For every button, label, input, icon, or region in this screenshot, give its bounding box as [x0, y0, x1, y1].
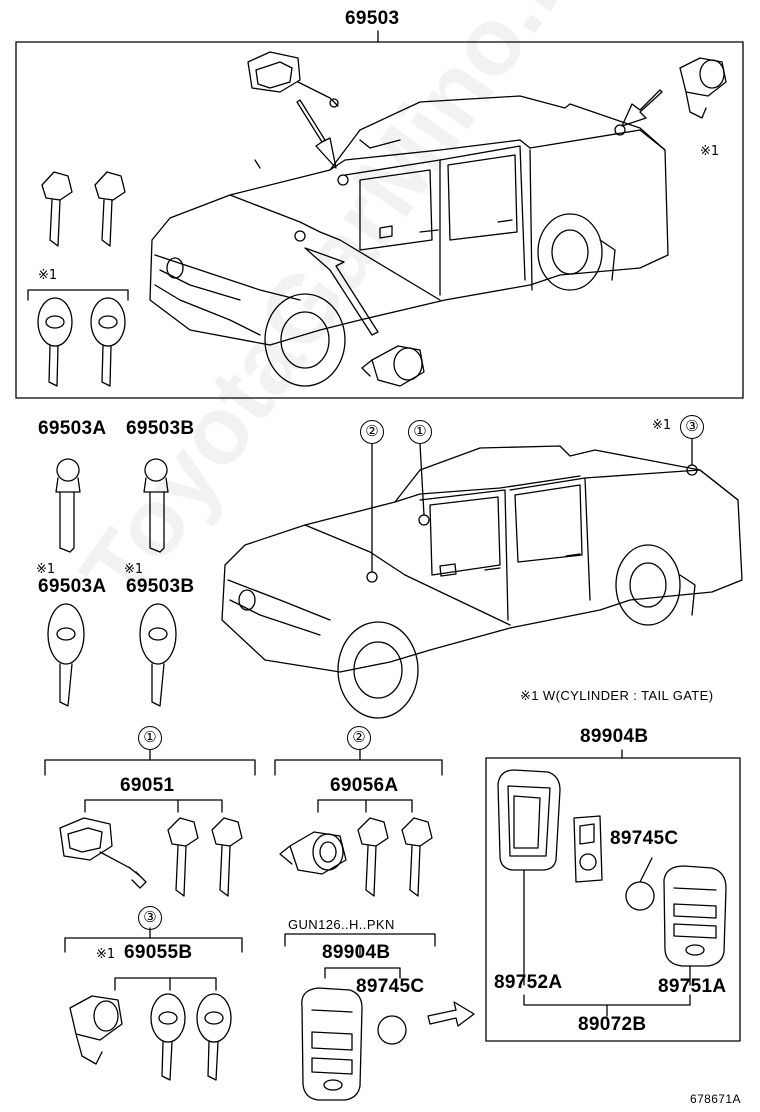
group3-tailgate-cylinder — [69, 995, 123, 1065]
group2-callout: ② — [347, 726, 371, 750]
transmitter-housing — [663, 865, 727, 967]
arrow-to-door-lock — [296, 99, 337, 169]
smartkey-battery-label: 89745C — [356, 976, 425, 997]
smart-key-fob — [301, 987, 363, 1101]
assembly-battery-label: 89745C — [610, 828, 679, 849]
smartkey-part-number: 89904B — [322, 942, 391, 963]
top-group-part-number: 69503 — [345, 8, 400, 29]
group3-transponder-key-1 — [150, 993, 186, 1081]
group3-note: ※1 — [96, 947, 116, 962]
middle-callout-3: ③ — [680, 415, 704, 439]
assembly-part-number: 89904B — [580, 726, 649, 747]
middle-transponder-key-b — [139, 603, 177, 707]
middle-callout-3-note: ※1 — [652, 418, 672, 433]
group1-key-1 — [167, 817, 199, 897]
middle-transponder-key-a — [47, 603, 85, 707]
key-a-label: 69503A — [38, 418, 107, 439]
middle-truck-illustration — [221, 445, 743, 719]
assembly-label: 89072B — [578, 1014, 647, 1035]
case-label: 89752A — [494, 972, 563, 993]
smart-key-battery — [377, 1015, 407, 1045]
top-transponder-note: ※1 — [38, 268, 58, 283]
group1-key-2 — [211, 817, 243, 897]
top-transponder-key-1 — [37, 297, 73, 387]
group3-transponder-key-2 — [196, 993, 232, 1081]
key-b-label: 69503B — [126, 418, 195, 439]
footnote: ※1 W(CYLINDER : TAIL GATE) — [520, 688, 714, 703]
group3-callout: ③ — [138, 906, 162, 930]
smartkey-model-code: GUN126..H..PKN — [288, 917, 395, 932]
top-tailgate-note: ※1 — [700, 144, 720, 159]
group2-key-2 — [401, 817, 433, 897]
key-case — [497, 769, 561, 871]
top-master-key-2 — [94, 171, 126, 247]
arrow-to-ignition — [304, 247, 379, 336]
top-master-key-1 — [41, 171, 73, 247]
arrow-to-assembly — [427, 1001, 475, 1027]
middle-callout-2: ② — [360, 420, 384, 444]
middle-callout-1: ① — [408, 420, 432, 444]
group3-part-number: 69055B — [124, 942, 193, 963]
key-b2-note: ※1 — [124, 562, 144, 577]
key-a2-label: 69503A — [38, 576, 107, 597]
middle-key-b — [143, 458, 169, 553]
middle-key-a — [55, 458, 81, 553]
group2-ignition-cylinder — [279, 831, 347, 875]
key-inner-plate — [573, 815, 603, 883]
top-tailgate-cylinder — [679, 57, 727, 119]
top-ignition-cylinder — [361, 345, 425, 387]
top-truck-illustration — [149, 95, 669, 387]
smart-key-assembly-frame — [485, 757, 741, 1042]
group1-door-lock-cylinder — [59, 817, 147, 889]
top-door-lock-cylinder — [247, 51, 339, 108]
assembly-battery — [625, 881, 655, 911]
group1-callout: ① — [138, 726, 162, 750]
diagram-code: 678671A — [690, 1092, 741, 1106]
group2-part-number: 69056A — [330, 775, 399, 796]
top-transponder-key-2 — [90, 297, 126, 387]
key-b2-label: 69503B — [126, 576, 195, 597]
arrow-to-tailgate — [621, 89, 663, 127]
top-group-frame — [15, 41, 744, 399]
group2-key-1 — [357, 817, 389, 897]
group1-part-number: 69051 — [120, 775, 175, 796]
key-a2-note: ※1 — [36, 562, 56, 577]
transmitter-label: 89751A — [658, 976, 727, 997]
